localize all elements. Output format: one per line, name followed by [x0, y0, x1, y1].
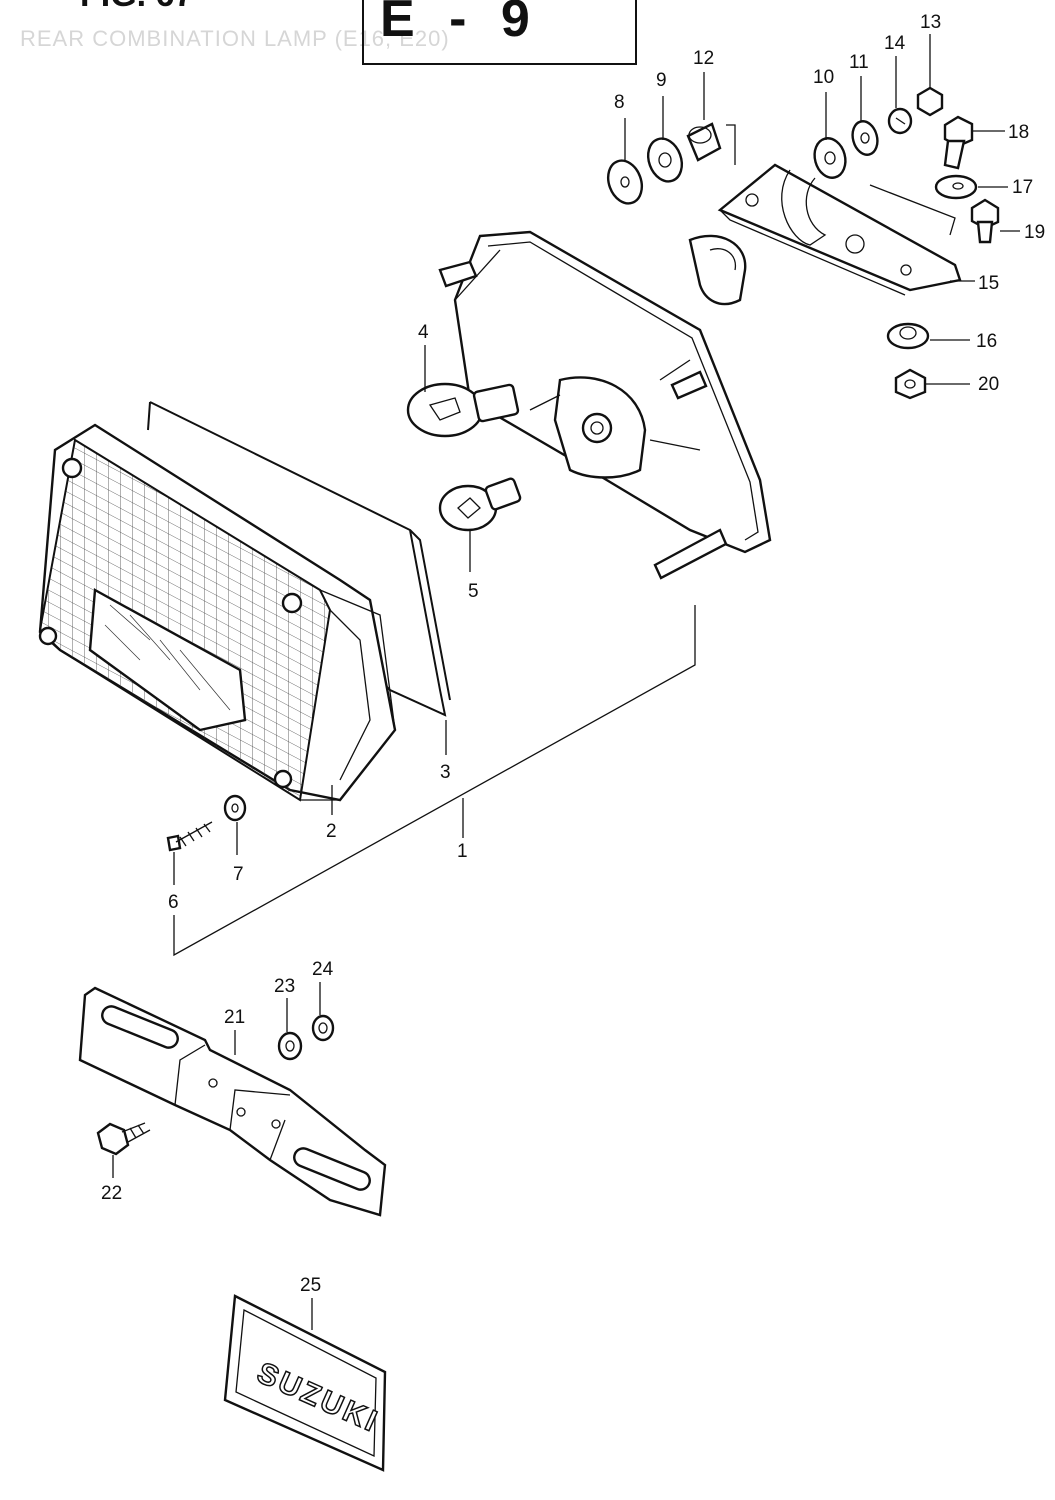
part-label-9: 9 [656, 70, 667, 91]
part-label-3: 3 [440, 762, 451, 783]
mounting-bracket [717, 163, 962, 296]
bolt-19 [970, 198, 1000, 244]
part-label-7: 7 [233, 864, 244, 885]
part-label-21: 21 [224, 1007, 245, 1028]
washer-17 [934, 174, 978, 200]
part-label-1: 1 [457, 841, 468, 862]
part-label-8: 8 [614, 92, 625, 113]
section-badge: E - 9 [362, 0, 637, 65]
part-label-23: 23 [274, 976, 295, 997]
leader-lines [112, 34, 1020, 1330]
part-label-2: 2 [326, 821, 337, 842]
part-label-10: 10 [813, 67, 834, 88]
nut-24 [311, 1014, 335, 1042]
part-label-11: 11 [849, 52, 869, 73]
figure-number: FIG. 67 [80, 0, 193, 14]
part-label-16: 16 [976, 331, 997, 352]
diagram-subtitle: REAR COMBINATION LAMP (E16, E20) [20, 26, 450, 51]
part-label-6: 6 [168, 892, 179, 913]
part-label-14: 14 [884, 33, 906, 54]
part-label-17: 17 [1012, 177, 1033, 198]
license-bracket [78, 986, 387, 1217]
lamp-housing [438, 230, 772, 580]
part-label-20: 20 [978, 374, 999, 395]
part-label-25: 25 [300, 1275, 321, 1296]
part-label-15: 15 [978, 273, 999, 294]
lock-washer-14 [887, 107, 913, 135]
lamp-gasket [147, 401, 451, 717]
part-label-4: 4 [418, 322, 429, 343]
collar-12 [686, 122, 722, 162]
washer-11 [851, 120, 879, 156]
part-label-12: 12 [693, 48, 714, 69]
bolt-18 [943, 115, 974, 170]
part-label-19: 19 [1024, 222, 1045, 243]
washer-7 [223, 794, 247, 822]
washer-23 [277, 1031, 303, 1061]
license-plate: SUZUKI [223, 1294, 387, 1472]
washer-16 [886, 322, 930, 350]
washer-9 [646, 137, 684, 183]
part-label-18: 18 [1008, 122, 1029, 143]
nut-20 [894, 368, 927, 400]
part-label-24: 24 [312, 959, 334, 980]
washer-10 [813, 137, 847, 179]
part-label-5: 5 [468, 581, 479, 602]
part-label-13: 13 [920, 12, 941, 33]
screw-6 [166, 821, 213, 852]
bulb-4 [406, 382, 520, 438]
part-label-22: 22 [101, 1183, 122, 1204]
lamp-lens [38, 423, 397, 802]
washer-8 [606, 159, 644, 205]
nut-13 [916, 86, 944, 117]
bulb-5 [438, 477, 522, 532]
section-badge-text: E - 9 [380, 0, 540, 48]
bolt-22 [96, 1122, 151, 1156]
